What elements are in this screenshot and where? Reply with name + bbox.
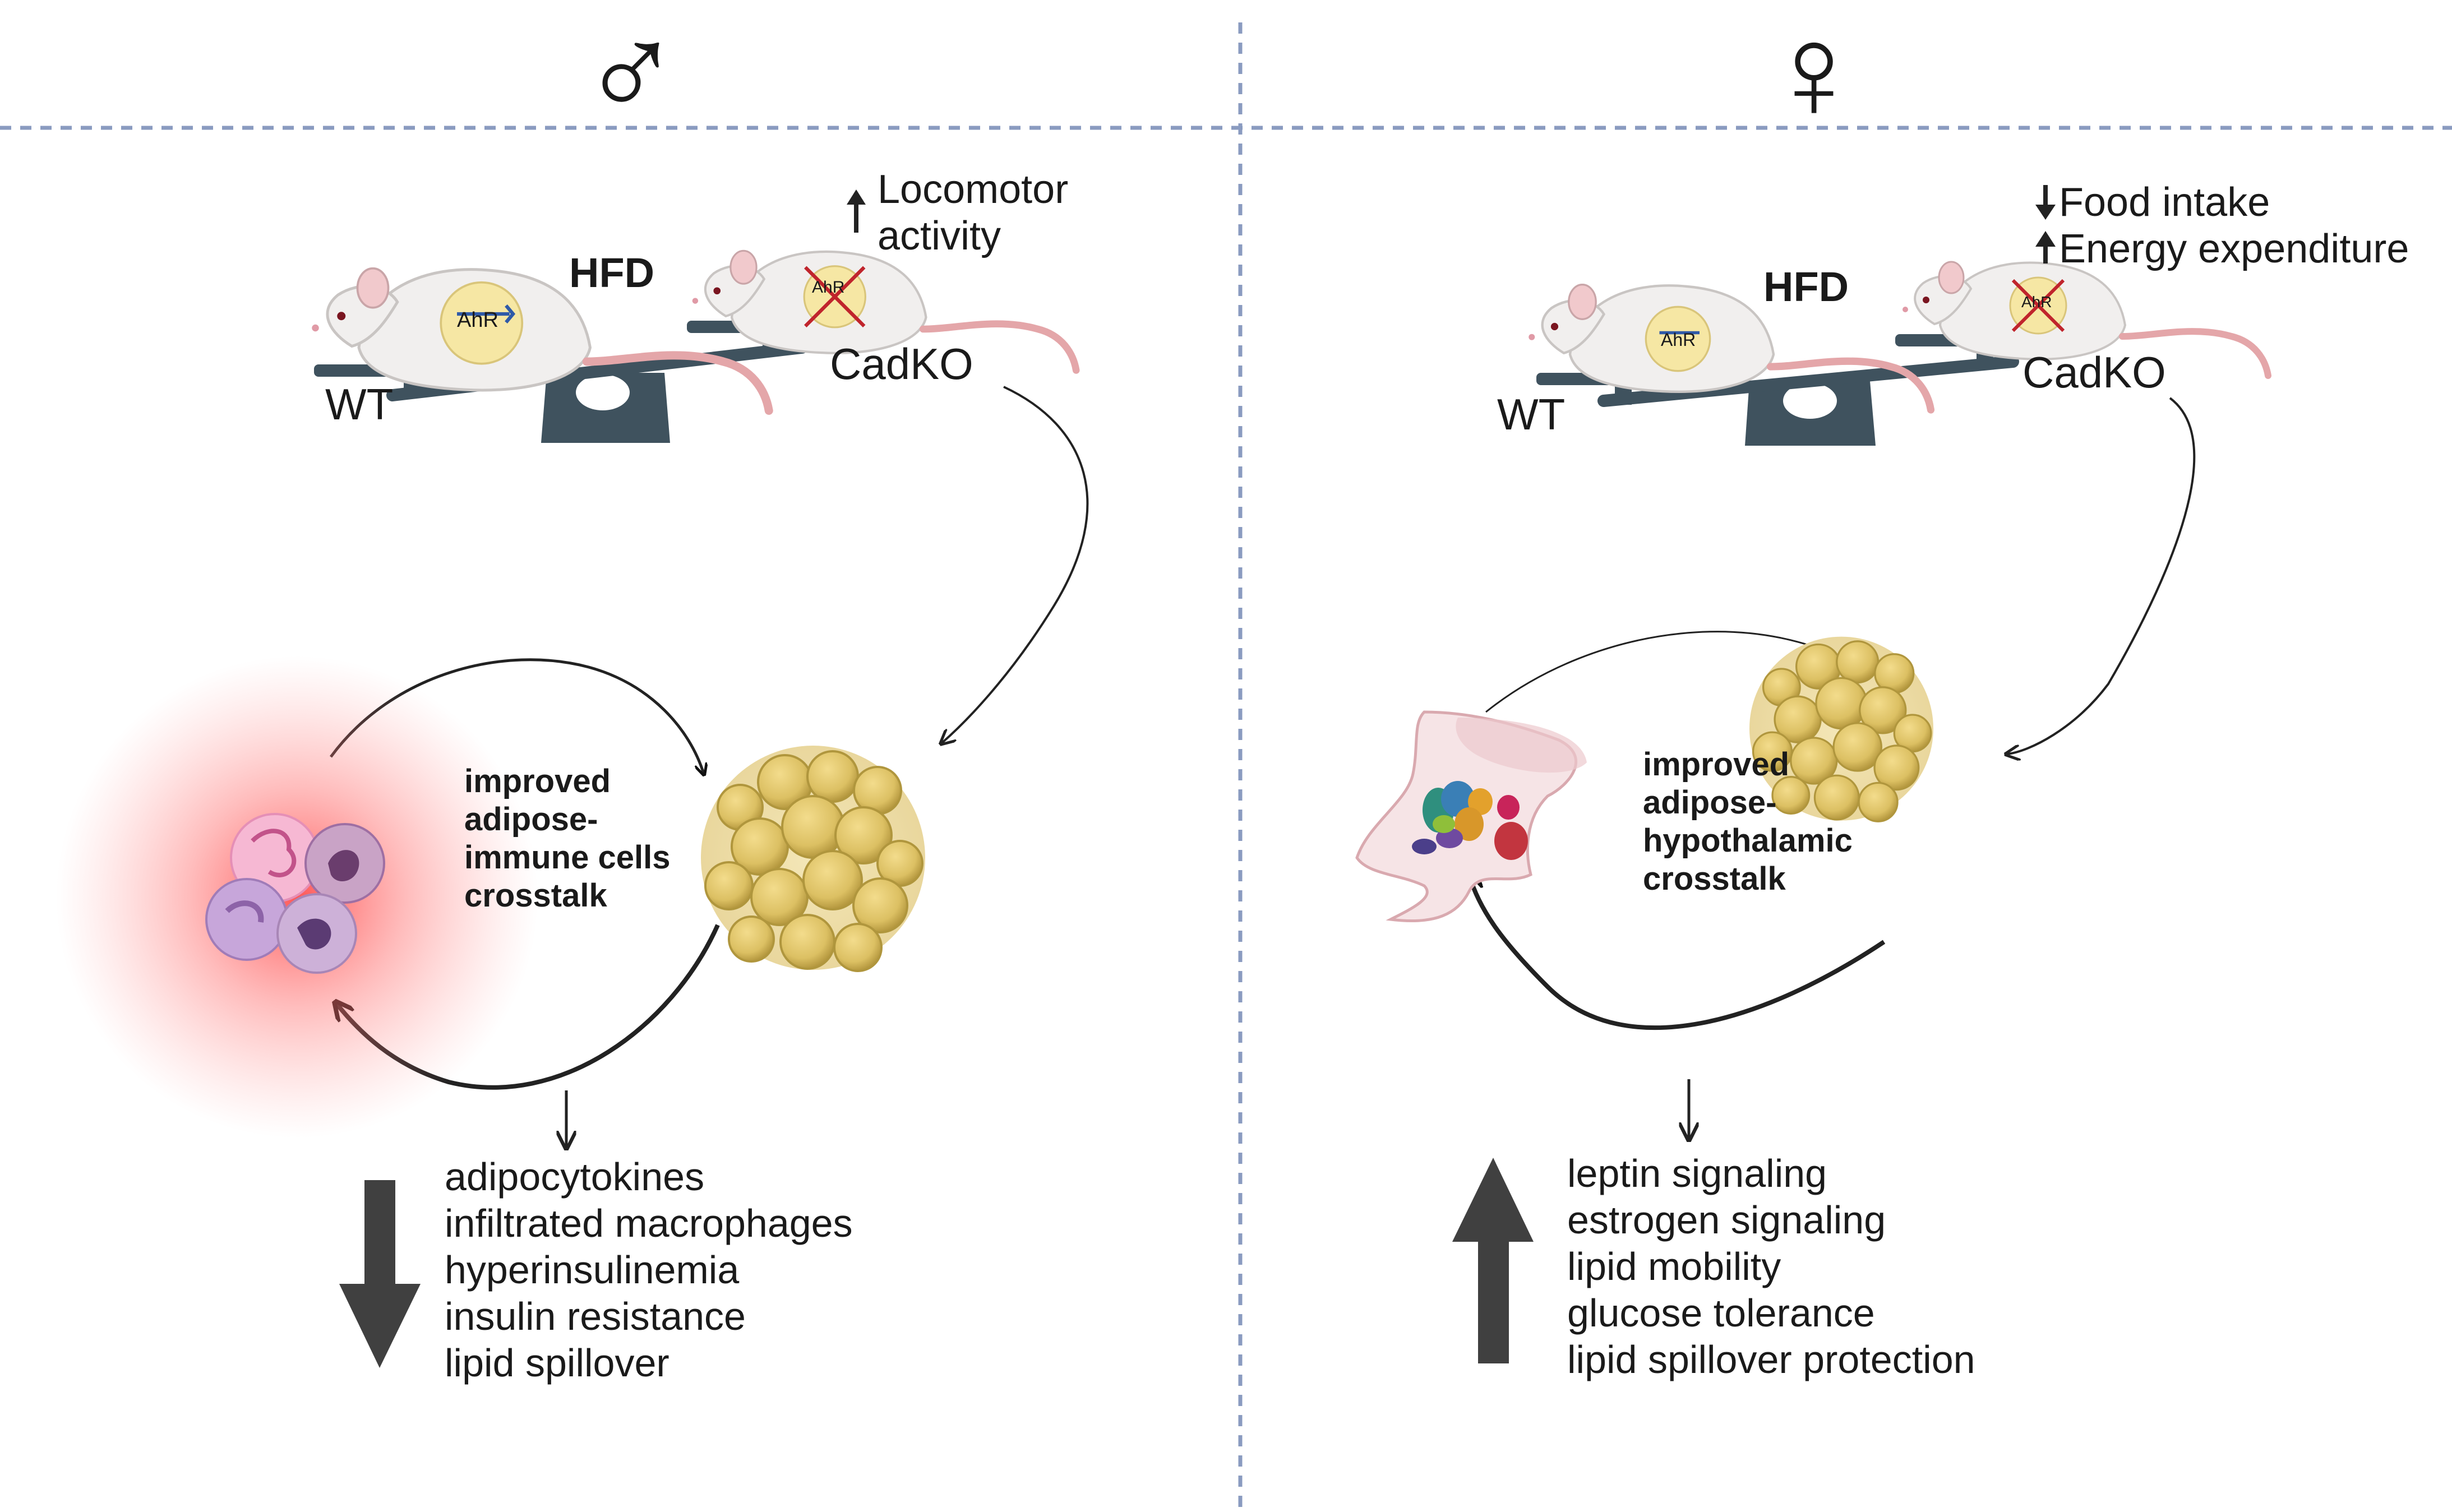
female-crosstalk-line: improved [1643, 746, 1790, 783]
male-wt-gene-label: AhR [457, 308, 498, 332]
female-adipose-tissue-icon [1749, 636, 1933, 822]
female-crosstalk-line: adipose- [1643, 784, 1777, 821]
male-diet-label: HFD [569, 249, 655, 296]
male-crosstalk-line: adipose- [464, 801, 598, 838]
male-outcome-item: infiltrated macrophages [445, 1201, 853, 1245]
female-wt-gene-label: AhR [1661, 330, 1696, 350]
male-outcome-item: lipid spillover [445, 1341, 669, 1385]
female-adipose-to-hypothalamus-arrow [1469, 875, 1886, 1030]
female-ko-to-adipose-arrow [2007, 397, 2196, 754]
male-ko-to-adipose-arrow [942, 386, 1089, 743]
female-outcome-item: glucose tolerance [1567, 1291, 1875, 1335]
male-adipose-tissue-icon [701, 746, 925, 972]
female-phenotype-line-2: Energy expenditure [2059, 226, 2409, 271]
male-outcome-item: hyperinsulinemia [445, 1248, 740, 1292]
male-crosstalk-label: improved adipose- immune cells crosstalk [464, 762, 670, 915]
female-ko-gene-label: AhR [2021, 293, 2052, 311]
male-wt-mouse-icon [312, 269, 769, 411]
hypothalamus-icon [1355, 710, 1587, 922]
female-crosstalk-line: crosstalk [1643, 861, 1786, 897]
female-increase-big-arrow [1452, 1158, 1534, 1363]
female-energy-up-arrow [2035, 231, 2056, 263]
male-locomotor-up-arrow [847, 189, 866, 233]
male-outcome-item: adipocytokines [445, 1155, 705, 1199]
male-crosstalk-line: improved [464, 763, 611, 799]
female-ko-mouse-icon [1903, 262, 2268, 376]
male-wt-label: WT [325, 380, 394, 429]
female-crosstalk-label: improved adipose- hypothalamic crosstalk [1643, 746, 1853, 898]
male-ko-mouse-icon [692, 251, 1077, 370]
male-ko-gene-label: AhR [812, 278, 845, 297]
female-diet-label: HFD [1763, 263, 1849, 310]
male-symbol: ♂ [580, 0, 681, 147]
female-wt-mouse-icon [1529, 285, 1931, 410]
female-food-down-arrow [2035, 185, 2056, 220]
male-phenotype-line-1: Locomotor [878, 167, 1069, 212]
male-crosstalk-line: immune cells [464, 839, 671, 876]
female-outcome-item: lipid mobility [1567, 1245, 1781, 1288]
female-phenotype-line-1: Food intake [2059, 180, 2270, 225]
male-decrease-big-arrow [339, 1180, 421, 1368]
male-ko-label: CadKO [830, 339, 973, 389]
female-symbol: ♀ [1763, 0, 1864, 147]
immune-cells-icon [56, 656, 538, 1138]
male-phenotype-line-2: activity [878, 214, 1001, 258]
female-outcome-item: estrogen signaling [1567, 1198, 1886, 1242]
male-outcome-item: insulin resistance [445, 1294, 746, 1338]
female-outcomes-list: leptin signaling estrogen signaling lipi… [1567, 1150, 1975, 1383]
female-outcome-item: leptin signaling [1567, 1152, 1827, 1195]
male-crosstalk-line: crosstalk [464, 877, 607, 914]
male-outcomes-list: adipocytokines infiltrated macrophages h… [445, 1154, 853, 1386]
female-outcome-item: lipid spillover protection [1567, 1338, 1975, 1381]
female-crosstalk-line: hypothalamic [1643, 822, 1853, 859]
female-wt-label: WT [1497, 390, 1566, 439]
female-ko-label: CadKO [2022, 348, 2166, 397]
